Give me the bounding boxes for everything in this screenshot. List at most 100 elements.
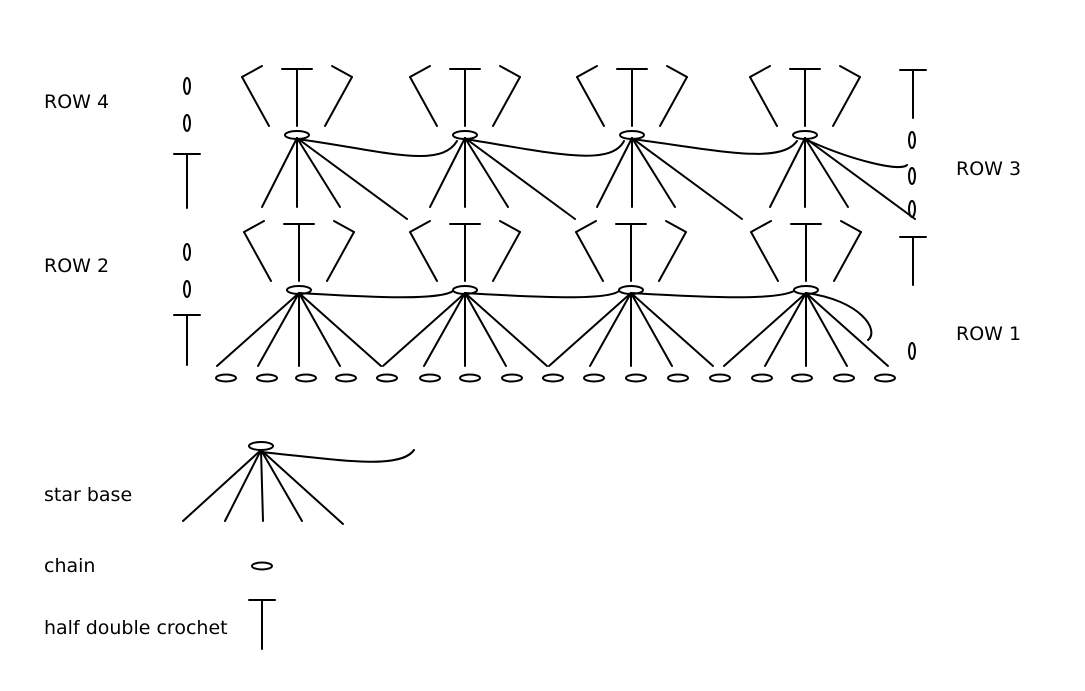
hdc-crossbar xyxy=(839,65,861,78)
star-eye xyxy=(248,441,274,451)
hdc-stem xyxy=(492,76,521,127)
star-leg xyxy=(630,292,714,367)
foundation-chain-stitch xyxy=(709,373,731,383)
star-leg xyxy=(260,449,344,525)
legend-star-base-symbol xyxy=(182,441,415,525)
row-3-star-base xyxy=(769,130,916,220)
hdc-stem xyxy=(243,231,272,282)
foundation-chain-stitch xyxy=(256,373,278,383)
hdc-crossbar xyxy=(409,220,431,233)
row-4-turning-chain xyxy=(183,114,191,132)
star-leg xyxy=(804,137,916,220)
hdc-crossbar xyxy=(499,65,521,78)
star-leg xyxy=(423,292,466,367)
row-3-turning-chain xyxy=(908,200,916,218)
hdc-fan xyxy=(749,65,861,127)
foundation-chain-stitch xyxy=(376,373,398,383)
hdc-stem xyxy=(749,76,778,127)
star-leg xyxy=(257,292,300,367)
star-leg xyxy=(464,292,548,367)
star-leg xyxy=(260,449,264,522)
hdc-crossbar xyxy=(333,220,355,233)
hdc-stem xyxy=(324,76,353,127)
star-leg xyxy=(805,292,848,367)
foundation-chain-stitch xyxy=(501,373,523,383)
foundation-chain-stitch xyxy=(215,373,237,383)
foundation-chain-stitch xyxy=(833,373,855,383)
hdc-crossbar xyxy=(499,220,521,233)
row-2-star-base xyxy=(723,285,889,367)
hdc-stem xyxy=(576,76,605,127)
row-4-edge-hdc xyxy=(173,153,201,209)
row-3-turning-chain xyxy=(908,131,916,149)
foundation-chain-stitch xyxy=(667,373,689,383)
hdc-stem xyxy=(659,76,688,127)
row-3-star-base xyxy=(429,130,576,220)
hdc-stem xyxy=(833,231,862,282)
star-leg xyxy=(589,292,632,367)
star-leg xyxy=(804,137,849,208)
hdc-stem xyxy=(832,76,861,127)
star-leg xyxy=(631,137,743,220)
row-2-joining-chain xyxy=(298,290,454,299)
foundation-chain-stitch xyxy=(625,373,647,383)
hdc-crossbar xyxy=(665,220,687,233)
star-leg xyxy=(296,137,408,220)
hdc-crossbar xyxy=(241,65,263,78)
hdc-stem xyxy=(241,76,270,127)
hdc-fan xyxy=(409,65,521,127)
row-2-joining-chain xyxy=(805,292,873,341)
row-2-turning-chain xyxy=(183,280,191,298)
legend-half-double-crochet-label: half double crochet xyxy=(44,617,228,639)
legend-chain-symbol xyxy=(251,561,273,571)
star-leg xyxy=(805,292,889,367)
hdc-crossbar xyxy=(575,220,597,233)
row-3-edge-hdc xyxy=(899,236,927,286)
foundation-chain-stitch xyxy=(419,373,441,383)
foundation-chain-stitch xyxy=(295,373,317,383)
hdc-stem xyxy=(326,231,355,282)
star-leg xyxy=(464,137,576,220)
foundation-chain-stitch xyxy=(583,373,605,383)
row-1-label: ROW 1 xyxy=(956,323,1022,345)
hdc-fan xyxy=(575,220,687,282)
hdc-stem xyxy=(575,231,604,282)
foundation-chain-stitch xyxy=(335,373,357,383)
row-2-joining-chain xyxy=(630,290,795,299)
star-leg xyxy=(429,137,466,208)
foundation-chain-stitch xyxy=(459,373,481,383)
row-4-turning-chain xyxy=(183,77,191,95)
hdc-fan xyxy=(243,220,355,282)
row-3-joining-chain xyxy=(631,138,798,155)
star-leg xyxy=(260,449,303,522)
hdc-crossbar xyxy=(840,220,862,233)
row-2-edge-hdc xyxy=(173,314,201,366)
joining-chain xyxy=(260,449,415,463)
row-4-edge-hdc xyxy=(899,69,927,119)
foundation-chain-stitch xyxy=(874,373,896,383)
hdc-crossbar xyxy=(749,65,771,78)
hdc-fan xyxy=(409,220,521,282)
row-3-label: ROW 3 xyxy=(956,158,1022,180)
star-leg xyxy=(464,292,507,367)
hdc-stem xyxy=(658,231,687,282)
foundation-chain-stitch xyxy=(751,373,773,383)
star-leg xyxy=(298,292,382,367)
row-2-label: ROW 2 xyxy=(44,255,110,277)
legend-chain-label: chain xyxy=(44,555,96,577)
star-leg xyxy=(216,292,300,367)
star-leg xyxy=(224,449,262,522)
foundation-chain-stitch xyxy=(542,373,564,383)
star-leg xyxy=(298,292,341,367)
star-leg xyxy=(261,137,298,208)
hdc-crossbar xyxy=(750,220,772,233)
row-1-turning-chain xyxy=(908,342,916,360)
star-leg xyxy=(764,292,807,367)
row-2-turning-chain xyxy=(183,243,191,261)
star-leg xyxy=(630,292,673,367)
star-leg xyxy=(464,137,509,208)
hdc-crossbar xyxy=(576,65,598,78)
star-leg xyxy=(769,137,806,208)
hdc-stem xyxy=(409,76,438,127)
